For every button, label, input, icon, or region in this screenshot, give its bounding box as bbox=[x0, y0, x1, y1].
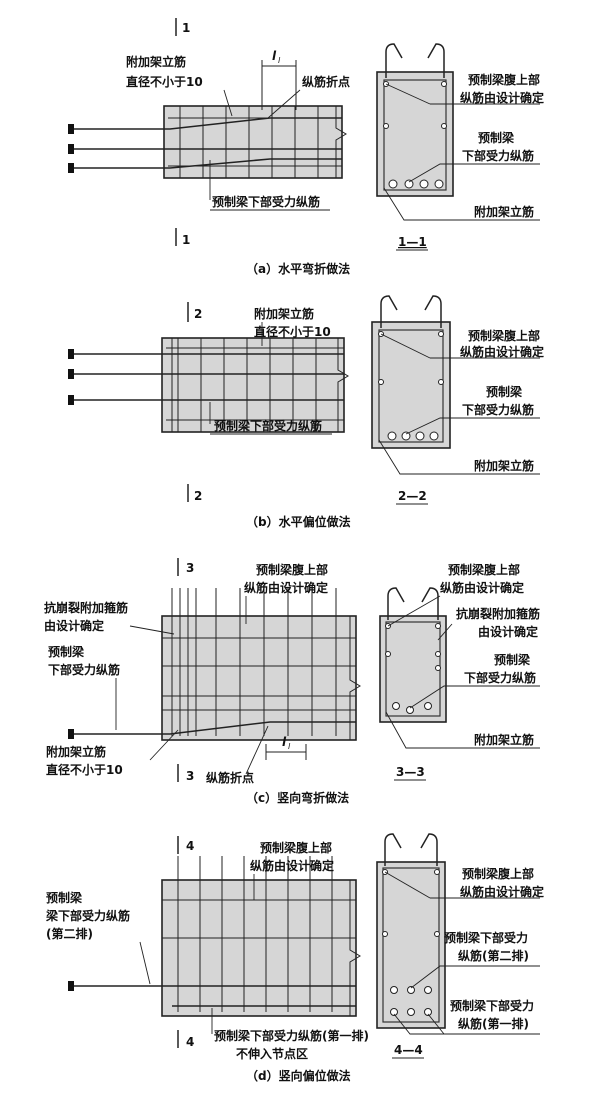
sec-label-anti-crack: 抗崩裂附加箍筋 bbox=[456, 606, 540, 621]
beam-section bbox=[379, 615, 447, 723]
label-additional-bar: 附加架立筋 bbox=[254, 306, 314, 321]
break-line bbox=[335, 106, 347, 178]
section-view-d: 预制梁腹上部 纵筋由设计确定 预制梁下部受力 纵筋(第二排) 预制梁下部受力 纵… bbox=[376, 833, 544, 1035]
precast-beam-plan bbox=[163, 105, 343, 179]
section-mark-top: 2 bbox=[194, 307, 202, 321]
sec-label-design: 纵筋由设计确定 bbox=[460, 90, 544, 105]
precast-beam-plan bbox=[161, 879, 357, 1017]
section-label: 4—4 bbox=[394, 1043, 423, 1057]
label-diameter: 直径不小于10 bbox=[254, 324, 331, 339]
sec-label-anti-crack-design: 由设计确定 bbox=[478, 624, 538, 639]
bent-bar bbox=[74, 721, 356, 735]
break-line bbox=[337, 338, 349, 432]
label-bend-point: 纵筋折点 bbox=[302, 74, 350, 89]
section-mark-top: 3 bbox=[186, 561, 194, 575]
bent-bar bbox=[74, 158, 342, 169]
label-diameter: 直径不小于10 bbox=[126, 74, 203, 89]
label-bend-point: 纵筋折点 bbox=[206, 770, 254, 785]
section-view-a: 预制梁腹上部 纵筋由设计确定 预制梁 下部受力纵筋 附加架立筋 bbox=[376, 43, 544, 221]
label-web-design: 纵筋由设计确定 bbox=[244, 580, 328, 595]
diagram-a: 1 1 l bbox=[68, 18, 544, 276]
section-mark-top: 1 bbox=[182, 21, 190, 35]
sec-label-bottom-bars: 下部受力纵筋 bbox=[462, 402, 534, 417]
label-beam: 预制梁 bbox=[48, 644, 84, 659]
section-label: 1—1 bbox=[398, 235, 427, 249]
section-mark-bottom: 1 bbox=[182, 233, 190, 247]
label-diameter: 直径不小于10 bbox=[46, 762, 123, 777]
label-web-top: 预制梁腹上部 bbox=[260, 840, 332, 855]
label-anti-crack-design: 由设计确定 bbox=[44, 618, 104, 633]
bottom-bars bbox=[68, 349, 344, 405]
caption-c: （c）竖向弯折做法 bbox=[246, 790, 349, 805]
sec-label-bottom-bars: 下部受力纵筋 bbox=[464, 670, 536, 685]
bottom-bars bbox=[68, 117, 342, 173]
diagram-c: 3 3 预制梁腹上部 纵筋由设计确定 抗崩裂附加箍筋 由设计确定 预制 bbox=[44, 558, 540, 805]
sec-label-first-row-a: 预制梁下部受力 bbox=[450, 998, 534, 1013]
label-additional-bar: 附加架立筋 bbox=[126, 54, 186, 69]
sec-label-second-row-b: 纵筋(第二排) bbox=[458, 948, 529, 963]
section-mark-top: 4 bbox=[186, 839, 194, 853]
label-additional-bar: 附加架立筋 bbox=[46, 744, 106, 759]
section-mark-bottom: 3 bbox=[186, 769, 194, 783]
label-not-into-joint: 不伸入节点区 bbox=[236, 1046, 308, 1061]
dim-label: l bbox=[282, 735, 287, 749]
sec-label-beam: 预制梁 bbox=[494, 652, 530, 667]
caption-d: （d）竖向偏位做法 bbox=[246, 1068, 351, 1083]
sec-label-design: 纵筋由设计确定 bbox=[460, 884, 544, 899]
sec-label-first-row-b: 纵筋(第一排) bbox=[458, 1016, 529, 1031]
sec-label-bottom-bars: 下部受力纵筋 bbox=[462, 148, 534, 163]
sec-label-web-top: 预制梁腹上部 bbox=[468, 328, 540, 343]
sec-label-beam: 预制梁 bbox=[486, 384, 522, 399]
section-view-b: 预制梁腹上部 纵筋由设计确定 预制梁 下部受力纵筋 附加架立筋 bbox=[371, 295, 544, 475]
beam-section bbox=[376, 861, 446, 1029]
label-web-top: 预制梁腹上部 bbox=[256, 562, 328, 577]
sec-label-web-top: 预制梁腹上部 bbox=[448, 562, 520, 577]
label-bottom-bars: 下部受力纵筋 bbox=[48, 662, 120, 677]
sec-label-additional-bar: 附加架立筋 bbox=[474, 458, 534, 473]
beam-section bbox=[371, 321, 451, 449]
sec-label-web-top: 预制梁腹上部 bbox=[462, 866, 534, 881]
label-anti-crack: 抗崩裂附加箍筋 bbox=[44, 600, 128, 615]
sec-label-web-top: 预制梁腹上部 bbox=[468, 72, 540, 87]
label-web-design: 纵筋由设计确定 bbox=[250, 858, 334, 873]
label-bottom-bars: 预制梁下部受力纵筋 bbox=[214, 418, 322, 433]
dim-sub: l bbox=[278, 56, 281, 65]
anchor-head bbox=[68, 144, 74, 154]
label-beam: 预制梁 bbox=[46, 890, 82, 905]
diagram-d: 4 4 预制梁腹上部 纵筋由设计确定 预制梁 梁下部受力纵筋 (第二排) 预制梁… bbox=[45, 833, 544, 1083]
sec-label-additional-bar: 附加架立筋 bbox=[474, 732, 534, 747]
u-bar-left bbox=[385, 43, 403, 78]
label-bottom-bars-2nd: 梁下部受力纵筋 bbox=[45, 908, 130, 923]
dim-sub: l bbox=[288, 742, 291, 751]
bent-bar bbox=[74, 117, 342, 130]
label-bottom-bars: 预制梁下部受力纵筋 bbox=[212, 194, 320, 209]
sec-label-second-row-a: 预制梁下部受力 bbox=[444, 930, 528, 945]
sec-label-design: 纵筋由设计确定 bbox=[440, 580, 524, 595]
beam-section bbox=[376, 71, 454, 197]
diagram-b: 2 2 附加架立筋 直径不小于10 预制梁下部受力纵筋 bbox=[68, 295, 544, 529]
label-bottom-bars-1st: 预制梁下部受力纵筋(第一排) bbox=[214, 1028, 369, 1043]
dim-label: l bbox=[272, 49, 277, 63]
sec-label-beam: 预制梁 bbox=[478, 130, 514, 145]
sec-label-design: 纵筋由设计确定 bbox=[460, 344, 544, 359]
sec-label-additional-bar: 附加架立筋 bbox=[474, 204, 534, 219]
precast-beam-plan bbox=[161, 615, 357, 741]
caption-b: （b）水平偏位做法 bbox=[246, 514, 351, 529]
anchor-head bbox=[68, 124, 74, 134]
caption-a: （a）水平弯折做法 bbox=[246, 261, 350, 276]
label-second-row: (第二排) bbox=[46, 926, 93, 941]
section-mark-bottom: 4 bbox=[186, 1035, 194, 1049]
u-bar-right bbox=[427, 43, 445, 78]
stirrups bbox=[171, 588, 337, 736]
section-mark-bottom: 2 bbox=[194, 489, 202, 503]
section-label: 2—2 bbox=[398, 489, 427, 503]
section-view-c: 预制梁腹上部 纵筋由设计确定 抗崩裂附加箍筋 由设计确定 预制梁 下部受力纵筋 … bbox=[379, 562, 540, 749]
precast-beam-plan bbox=[161, 337, 345, 433]
anchor-head bbox=[68, 163, 74, 173]
section-label: 3—3 bbox=[396, 765, 425, 779]
